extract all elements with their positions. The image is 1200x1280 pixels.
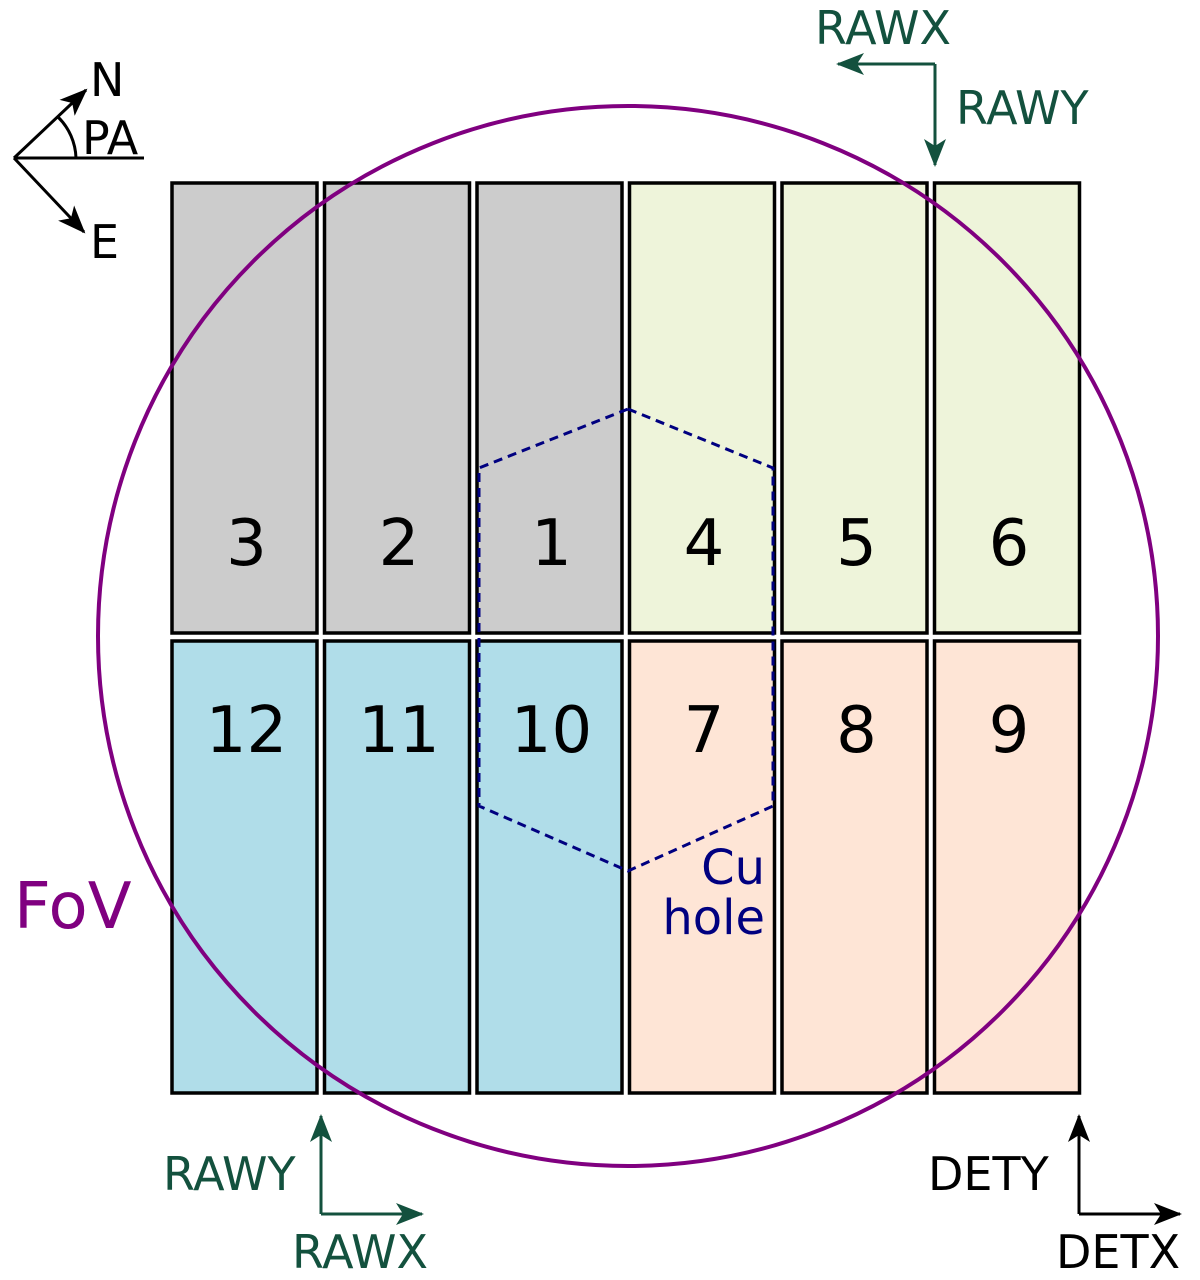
- raw-top-x-label: RAWX: [815, 1, 951, 55]
- ccd-chip-4: [627, 181, 777, 635]
- ccd-number-12: 12: [206, 694, 287, 768]
- ccd-chip-2: [322, 181, 472, 635]
- raw-axes-bottom-icon: [310, 1114, 424, 1225]
- ccd-number-8: 8: [836, 694, 877, 768]
- det-x-label: DETX: [1056, 1225, 1180, 1279]
- ccd-number-1: 1: [531, 507, 572, 581]
- ccd-chip-3: [170, 181, 319, 635]
- raw-top-y-label: RAWY: [956, 81, 1090, 135]
- ccd-chip-12: [170, 639, 319, 1095]
- raw-bottom-x-label: RAWX: [292, 1225, 428, 1279]
- ccd-number-6: 6: [989, 507, 1030, 581]
- ccd-chip-8: [780, 639, 929, 1095]
- ccd-chip-6: [932, 181, 1082, 635]
- ccd-number-2: 2: [379, 507, 420, 581]
- ccd-chip-5: [780, 181, 929, 635]
- ccd-number-5: 5: [836, 507, 877, 581]
- ccd-chip-7: [627, 639, 777, 1095]
- raw-axes-top-icon: [836, 53, 946, 167]
- fov-circle: [96, 104, 1160, 1168]
- compass-north-label: N: [90, 53, 124, 107]
- fov-label: FoV: [14, 870, 132, 944]
- ccd-chip-11: [322, 639, 472, 1095]
- ccd-chips: [169, 180, 1083, 1096]
- ccd-number-7: 7: [684, 694, 725, 768]
- compass-icon: [12, 88, 144, 234]
- ccd-number-10: 10: [511, 694, 592, 768]
- ccd-chip-9: [932, 639, 1082, 1095]
- ccd-chip-1: [475, 181, 624, 635]
- ccd-number-9: 9: [989, 694, 1030, 768]
- ccd-number-3: 3: [226, 507, 267, 581]
- compass-pa-label: PA: [82, 111, 139, 165]
- ccd-number-4: 4: [684, 507, 725, 581]
- det-axes-icon: [1068, 1114, 1182, 1225]
- det-y-label: DETY: [928, 1147, 1050, 1201]
- cu-hole-label-line2: hole: [662, 890, 765, 946]
- cu-hole-label-line1: Cu: [701, 840, 765, 896]
- ccd-labels: 3 2 1 4 5 6 12 11 10 7 8 9: [206, 507, 1030, 768]
- raw-bottom-y-label: RAWY: [163, 1147, 297, 1201]
- compass-east-label: E: [90, 215, 119, 269]
- cu-hole-outline: [477, 407, 775, 873]
- ccd-chip-10: [475, 639, 624, 1095]
- ccd-number-11: 11: [358, 694, 439, 768]
